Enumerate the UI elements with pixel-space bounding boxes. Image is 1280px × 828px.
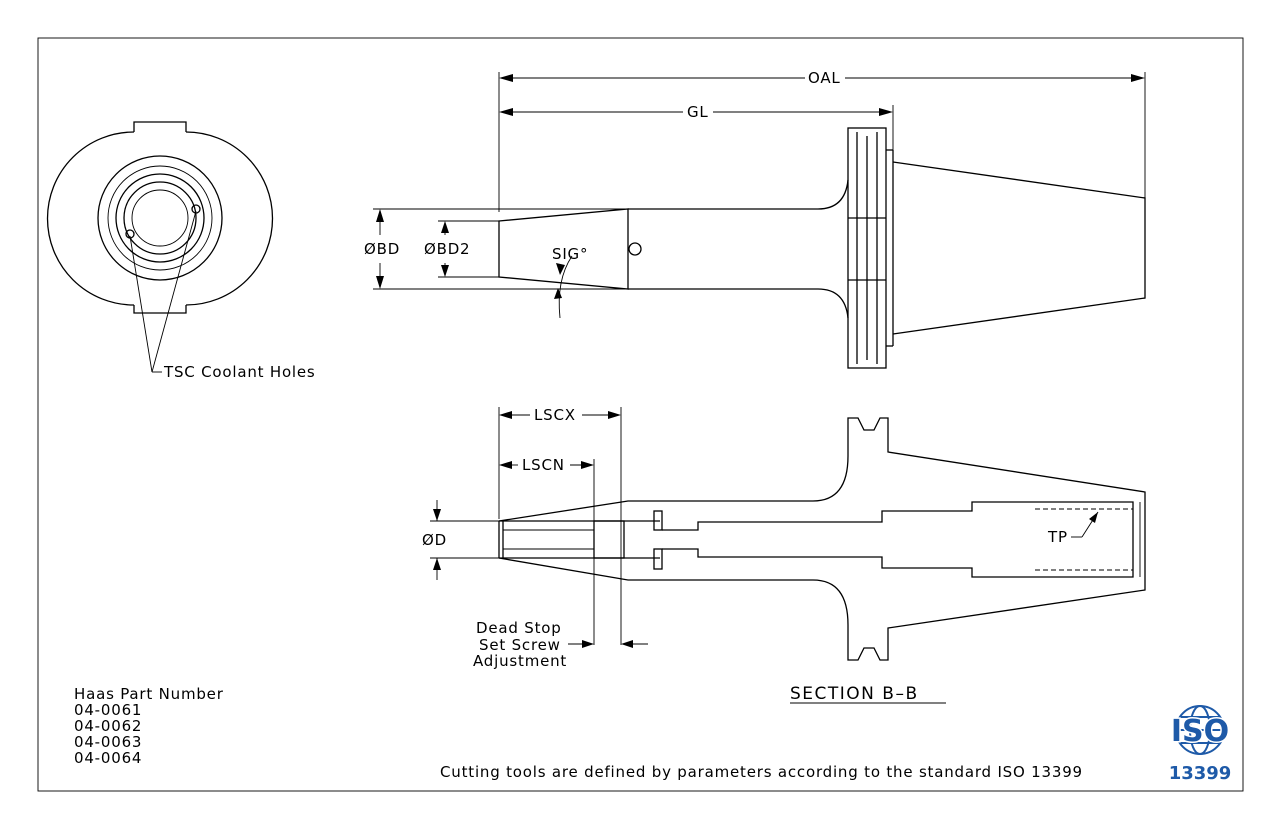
part-number-item: 04-0061 bbox=[74, 701, 142, 719]
oal-label: OAL bbox=[808, 69, 841, 87]
end-view bbox=[46, 121, 274, 373]
part-number-item: 04-0063 bbox=[74, 733, 142, 751]
lscn-label: LSCN bbox=[522, 456, 565, 474]
part-number-item: 04-0064 bbox=[74, 749, 142, 767]
dead-stop-line-1: Dead Stop bbox=[476, 619, 562, 637]
tp-label: TP bbox=[1047, 528, 1068, 546]
iso-logo-number: 13399 bbox=[1169, 763, 1232, 784]
part-number-heading: Haas Part Number bbox=[74, 685, 224, 703]
side-view bbox=[373, 72, 1146, 369]
section-title: SECTION B–B bbox=[790, 684, 919, 704]
d-label: ØD bbox=[422, 531, 447, 549]
iso-logo-text: ISO bbox=[1171, 714, 1229, 749]
bd-label: ØBD bbox=[364, 240, 400, 258]
lscx-label: LSCX bbox=[534, 406, 576, 424]
coolant-holes-label: TSC Coolant Holes bbox=[163, 363, 316, 381]
bd2-label: ØBD2 bbox=[424, 240, 470, 258]
footer-text: Cutting tools are defined by parameters … bbox=[440, 763, 1083, 781]
gl-label: GL bbox=[687, 103, 709, 121]
part-number-item: 04-0062 bbox=[74, 717, 142, 735]
dead-stop-line-2: Set Screw bbox=[479, 636, 561, 654]
sig-label: SIG° bbox=[552, 245, 588, 263]
dead-stop-line-3: Adjustment bbox=[473, 652, 567, 670]
globe-icon bbox=[1175, 705, 1225, 755]
drawing-border bbox=[37, 37, 1244, 792]
section-view bbox=[430, 407, 1146, 704]
iso-logo: ISO 13399 bbox=[1169, 705, 1232, 784]
